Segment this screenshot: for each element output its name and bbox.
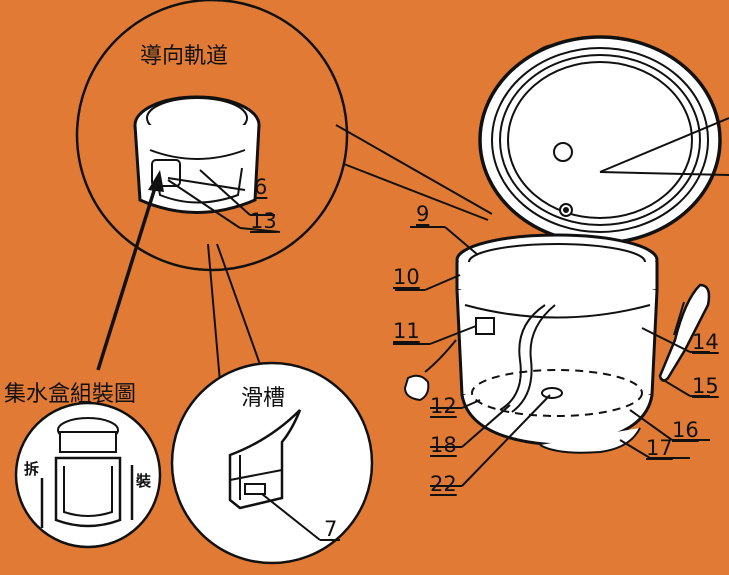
remove-label: 拆	[24, 460, 40, 478]
install-label: 裝	[136, 472, 152, 490]
part-number-11: 11	[393, 319, 420, 343]
rice-cooker-lid	[478, 35, 729, 245]
part-number-15: 15	[692, 374, 719, 398]
slide-groove-label: 滑槽	[241, 386, 286, 411]
part-number-17: 17	[646, 436, 673, 460]
rice-cooker-body	[403, 233, 711, 454]
part-number-6: 6	[254, 175, 268, 199]
part-number-10: 10	[393, 265, 420, 289]
guide-rail-label: 導向軌道	[140, 44, 229, 69]
part-number-13: 13	[250, 209, 277, 233]
part-number-22: 22	[430, 472, 457, 496]
part-number-9: 9	[416, 202, 430, 226]
part-number-7: 7	[324, 517, 338, 541]
water-box-detail	[40, 417, 134, 528]
slide-groove-detail	[228, 409, 340, 541]
part-number-12: 12	[430, 394, 457, 418]
guide-rail-detail	[133, 95, 281, 233]
part-number-14: 14	[692, 330, 719, 354]
part-number-18: 18	[430, 433, 457, 457]
assembly-arrow	[148, 170, 164, 192]
water-box-assembly-label: 集水盒組裝圖	[4, 382, 137, 407]
part-number-16: 16	[672, 418, 699, 442]
